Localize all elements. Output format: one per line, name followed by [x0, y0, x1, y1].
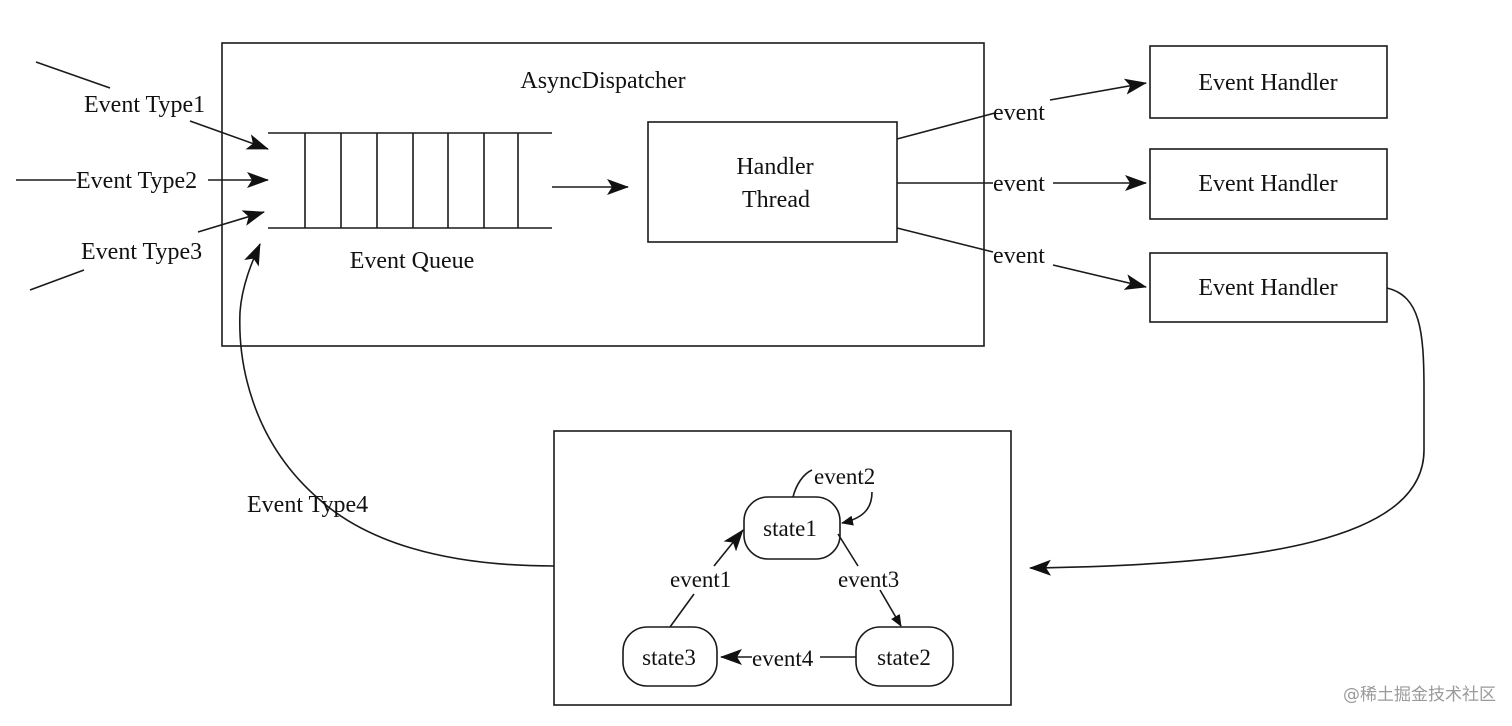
event-handler-label-1: Event Handler	[1198, 70, 1337, 96]
event-type4-label: Event Type4	[247, 492, 368, 518]
event-handler-label-3: Event Handler	[1198, 275, 1337, 301]
transition-event1-label: event1	[670, 567, 731, 592]
incoming-event-arrows	[16, 61, 269, 291]
event-type3-label: Event Type3	[81, 239, 202, 265]
async-dispatcher-title: AsyncDispatcher	[520, 68, 685, 94]
event-queue-label: Event Queue	[350, 248, 475, 274]
event-queue	[268, 132, 552, 229]
event-label-1: event	[993, 100, 1045, 126]
handler-thread-box	[647, 121, 898, 243]
event-handler-box-1	[1149, 45, 1388, 119]
event-label-3: event	[993, 243, 1045, 269]
watermark: @稀土掘金技术社区	[1343, 685, 1496, 705]
event-handler-box-2	[1149, 148, 1388, 220]
transition-event4-label: event4	[752, 646, 814, 671]
transition-event3-label: event3	[838, 567, 899, 592]
event-handler-box-3	[1149, 252, 1388, 323]
feedback-arrow	[238, 243, 555, 567]
state1-node	[743, 496, 841, 560]
event-type2-label: Event Type2	[76, 168, 197, 194]
state3-label: state3	[642, 645, 696, 670]
state2-label: state2	[877, 645, 931, 670]
handler-to-state-machine-arrow	[1029, 287, 1425, 576]
thread-to-handler-arrows	[896, 78, 1147, 290]
state1-label: state1	[763, 516, 817, 541]
transition-event2-label: event2	[814, 464, 875, 489]
event-handler-label-2: Event Handler	[1198, 171, 1337, 197]
event-type1-label: Event Type1	[84, 92, 205, 118]
handler-thread-label-line1: Handler	[736, 154, 813, 180]
event-label-2: event	[993, 171, 1045, 197]
handler-thread-label-line2: Thread	[742, 187, 810, 213]
state-transitions	[669, 469, 902, 665]
